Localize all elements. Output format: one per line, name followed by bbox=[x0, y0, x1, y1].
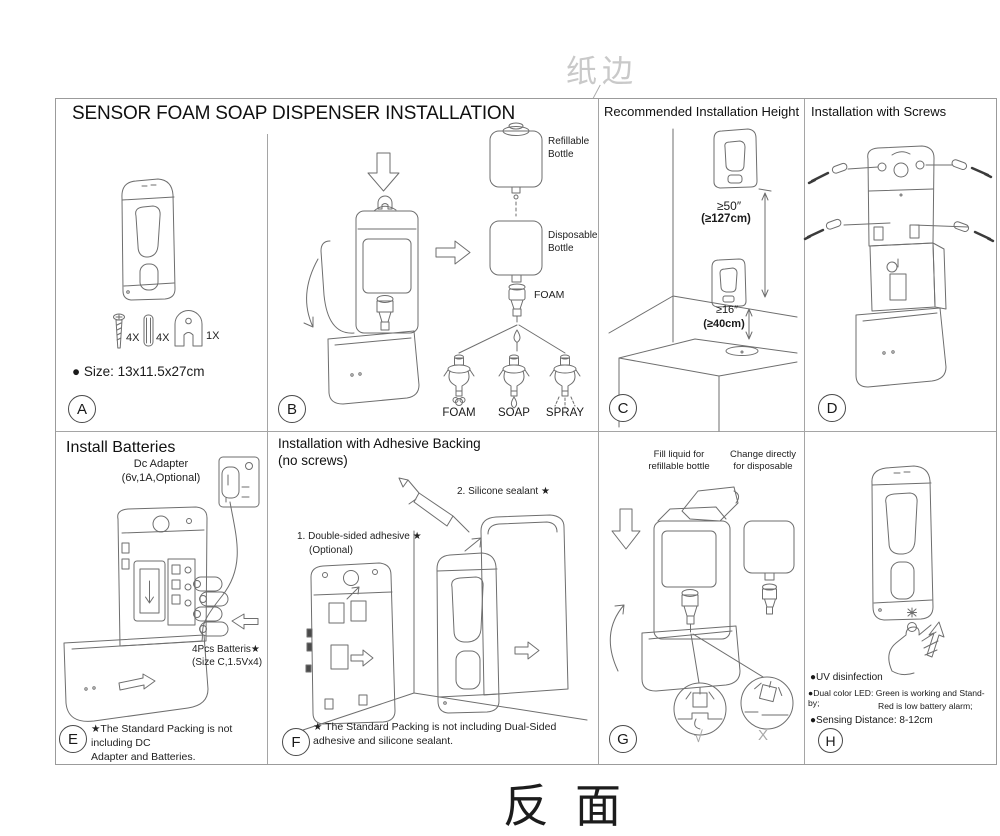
size-note: ● Size: 13x11.5x27cm bbox=[72, 364, 205, 379]
change-directly-label: Change directly for disposable bbox=[729, 449, 796, 473]
silicone-sealant-label: 2. Silicone sealant ★ bbox=[457, 486, 550, 497]
screws-drawing bbox=[803, 166, 995, 243]
power-cable-drawing bbox=[201, 501, 238, 642]
panel-d-badge: D bbox=[818, 394, 846, 422]
instruction-sheet: SENSOR FOAM SOAP DISPENSER INSTALLATION … bbox=[55, 98, 997, 765]
wall-socket-drawing bbox=[218, 456, 260, 508]
nozzle-spray-label: SPRAY bbox=[545, 407, 585, 419]
fold-edge-label: 纸边 bbox=[566, 54, 638, 89]
height-floor-value: ≥50″ bbox=[716, 199, 742, 213]
adhesive-installation-drawing bbox=[296, 477, 588, 733]
nozzle-foam-label: FOAM bbox=[442, 407, 476, 419]
uv-note: ●UV disinfection bbox=[810, 672, 883, 683]
panel-c: Recommended Installation Height ≥50″ (≥1… bbox=[599, 99, 804, 432]
dc-adapter-label: Dc Adapter (6v,1A,Optional) bbox=[121, 458, 201, 485]
optional-label: (Optional) bbox=[309, 545, 353, 556]
wall-backplate-drawing bbox=[480, 514, 569, 696]
back-side-label: 反面 bbox=[503, 781, 647, 832]
panel-d-title: Installation with Screws bbox=[811, 104, 947, 119]
check-mark: √ bbox=[694, 729, 703, 746]
panel-f: Installation with Adhesive Backing (no s… bbox=[269, 431, 597, 764]
soap-nozzle-drawing bbox=[498, 354, 530, 409]
panel-c-title: Recommended Installation Height bbox=[604, 104, 800, 119]
wrong-detail-drawing bbox=[740, 676, 794, 730]
nozzle-soap-label: SOAP bbox=[498, 407, 530, 419]
anchor-icon bbox=[143, 314, 154, 347]
panel-a-badge: A bbox=[68, 395, 96, 423]
panel-e-note: ★The Standard Packing is not including D… bbox=[91, 723, 233, 764]
pour-jug-drawing bbox=[681, 486, 740, 522]
height-floor-cm: (≥127cm) bbox=[701, 213, 751, 225]
exploded-view-drawing bbox=[303, 122, 581, 409]
panel-e: Install Batteries Dc Adapter (6v,1A,Opti… bbox=[56, 431, 269, 764]
led-note: ●Dual color LED: Green is working and St… bbox=[808, 688, 985, 708]
led-note-2: Red is low battery alarm; bbox=[878, 701, 973, 711]
panel-a: 4X 4X 1X ● Size: 13x11.5x27cm A bbox=[56, 134, 267, 431]
battery-door-drawing bbox=[133, 560, 166, 622]
rotate-arrow-icon bbox=[609, 604, 625, 672]
insert-arrow-icon bbox=[231, 613, 259, 630]
panel-b-badge: B bbox=[278, 395, 306, 423]
bracket-icon bbox=[174, 310, 203, 347]
cross-mark: X bbox=[758, 727, 769, 744]
dispenser-drawing bbox=[436, 552, 500, 714]
panel-d: Installation with Screws bbox=[803, 99, 996, 431]
adhesive-backplate-drawing bbox=[305, 562, 396, 725]
refill-drawing bbox=[609, 486, 795, 736]
circuit-drawing bbox=[167, 558, 196, 626]
panel-f-title: Installation with Adhesive Backing (no s… bbox=[278, 436, 481, 468]
panel-f-note: ★ The Standard Packing is not including … bbox=[313, 721, 557, 748]
battery-qty-label: 4Pcs Batteris★ (Size C,1.5Vx4) bbox=[192, 644, 263, 668]
panel-h-badge: H bbox=[818, 728, 843, 753]
installation-height-drawing bbox=[608, 128, 798, 432]
dispenser-front-drawing bbox=[871, 465, 934, 621]
disposable-bottle-drawing bbox=[489, 220, 543, 283]
height-counter-value: ≥16″ bbox=[715, 304, 739, 316]
fill-liquid-label: Fill liquid for refillable bottle bbox=[648, 449, 710, 473]
panel-e-badge: E bbox=[59, 725, 87, 753]
panel-f-badge: F bbox=[282, 728, 310, 756]
sensing-distance-note: ●Sensing Distance: 8-12cm bbox=[810, 715, 933, 726]
refillable-bottle-drawing bbox=[489, 122, 543, 200]
correct-detail-drawing bbox=[673, 682, 727, 736]
foam-nozzle-drawing bbox=[443, 354, 475, 406]
anchor-qty-label: 4X bbox=[156, 332, 170, 344]
spray-nozzle-drawing bbox=[549, 354, 581, 409]
dc-adapter-drawing bbox=[221, 466, 240, 503]
disposable-bottle-label: Disposable Bottle bbox=[548, 230, 598, 254]
refillable-bottle-label: Refillable Bottle bbox=[548, 136, 590, 160]
panel-h: ●UV disinfection ●Dual color LED: Green … bbox=[804, 431, 996, 764]
rotate-arrow-icon bbox=[303, 258, 319, 328]
battery-installation-drawing bbox=[63, 456, 260, 722]
panel-b: Refillable Bottle Disposable Bottle FOAM… bbox=[268, 99, 598, 431]
double-sided-adhesive-label: 1. Double-sided adhesive ★ bbox=[297, 531, 422, 542]
screw-qty-label: 4X bbox=[126, 332, 140, 344]
divider-rows bbox=[56, 431, 996, 432]
right-arrow-icon bbox=[435, 240, 471, 265]
caulk-gun-drawing bbox=[398, 477, 470, 533]
bracket-qty-label: 1X bbox=[206, 330, 220, 342]
down-arrow-icon bbox=[611, 508, 641, 550]
foam-pump-label: FOAM bbox=[534, 289, 565, 301]
panel-c-badge: C bbox=[609, 394, 637, 422]
disposable-bottle-drawing bbox=[743, 520, 795, 615]
panel-g-badge: G bbox=[609, 725, 637, 753]
divider-a-b bbox=[267, 134, 268, 764]
screw-installation-drawing bbox=[803, 145, 995, 388]
hand-drawing bbox=[888, 607, 939, 676]
up-arrow-icon bbox=[926, 621, 945, 658]
down-arrow-icon bbox=[367, 152, 400, 192]
foam-pump-drawing bbox=[508, 283, 526, 323]
page-title: SENSOR FOAM SOAP DISPENSER INSTALLATION bbox=[72, 103, 516, 124]
batteries-drawing bbox=[193, 576, 229, 637]
features-drawing bbox=[871, 465, 945, 676]
dispenser-front-drawing bbox=[113, 178, 203, 349]
panel-g: Fill liquid for refillable bottle Change… bbox=[596, 431, 804, 764]
panel-e-title: Install Batteries bbox=[66, 439, 176, 456]
height-counter-cm: (≥40cm) bbox=[703, 318, 745, 330]
screw-icon bbox=[113, 313, 125, 349]
